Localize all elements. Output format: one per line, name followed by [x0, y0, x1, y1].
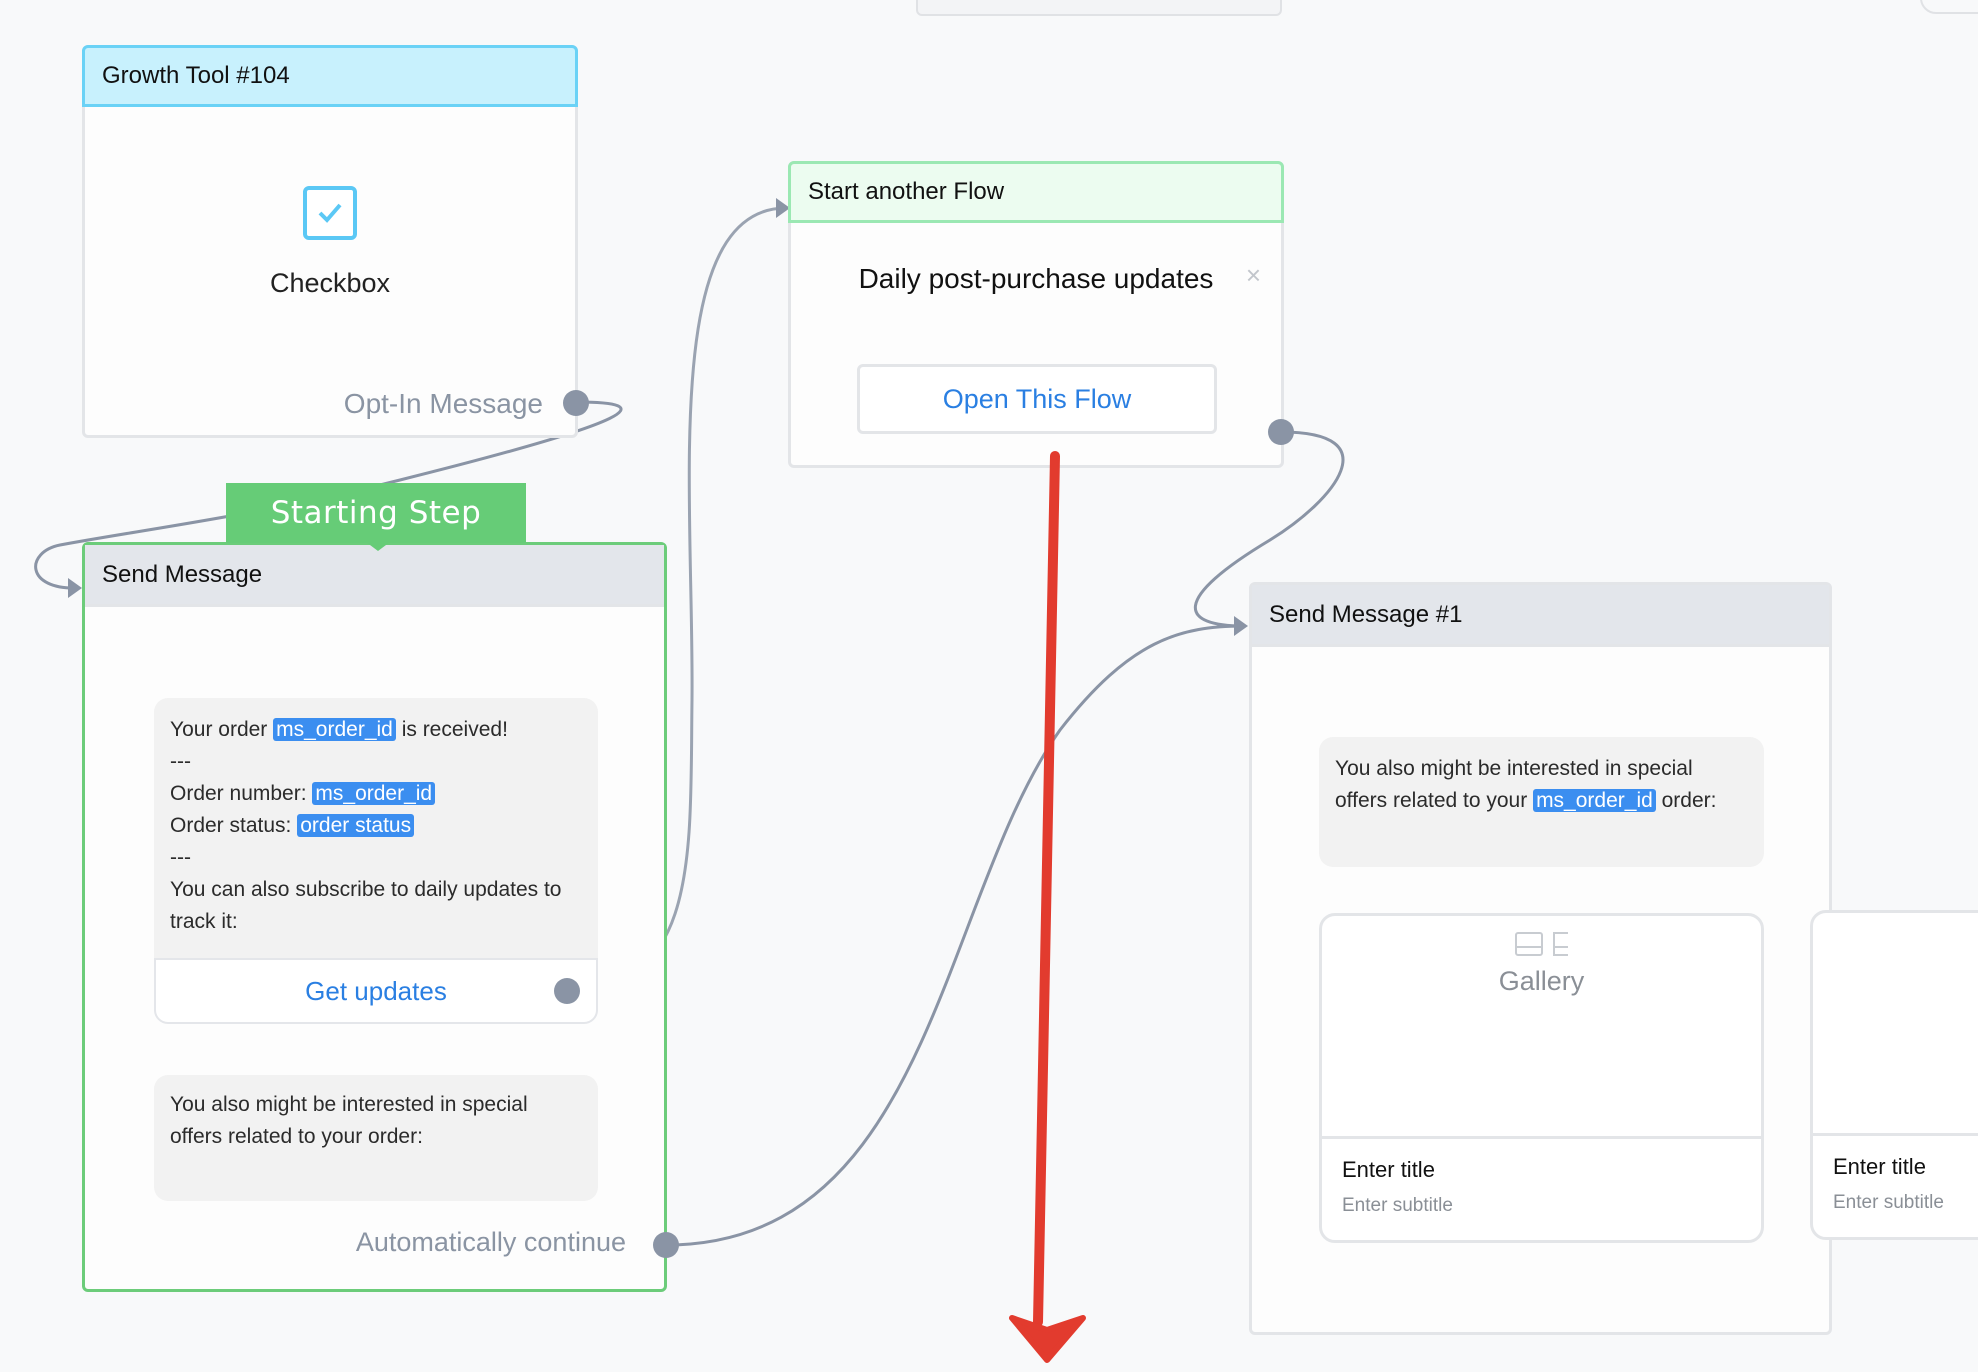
gallery-card[interactable]: Gallery Enter title Enter subtitle: [1319, 913, 1764, 1243]
card-title[interactable]: Enter title: [1342, 1157, 1435, 1182]
optin-output-label: Opt-In Message: [343, 388, 543, 419]
separator-text: ---: [170, 846, 191, 869]
auto-continue-label: Automatically continue: [355, 1227, 626, 1257]
send-message-node[interactable]: Send Message Your order ms_order_id is r…: [82, 542, 667, 1292]
text-segment: Your order: [170, 718, 274, 741]
gallery-card-2[interactable]: Enter title Enter subtitle: [1810, 910, 1978, 1240]
text-bubble-special-offers[interactable]: You also might be interested in special …: [1319, 737, 1764, 867]
gallery-card-footer[interactable]: Enter title Enter subtitle: [1813, 1133, 1978, 1237]
start-flow-output-port[interactable]: [1268, 419, 1294, 445]
text-segment: is received!: [395, 718, 508, 741]
top-right-control[interactable]: [1920, 0, 1978, 14]
text-segment: You can also subscribe to daily updates …: [170, 878, 562, 933]
card-subtitle[interactable]: Enter subtitle: [1833, 1192, 1944, 1213]
get-updates-button[interactable]: Get updates: [154, 958, 598, 1024]
arrowhead-send: [68, 578, 82, 598]
start-flow-node[interactable]: Start another Flow Daily post-purchase u…: [788, 161, 1284, 468]
variable-tag: ms_order_id: [273, 718, 396, 741]
gallery-label: Gallery: [1498, 966, 1585, 996]
send-message-1-title: Send Message #1: [1252, 585, 1829, 647]
arrowhead-send1: [1234, 616, 1248, 636]
growth-tool-title: Growth Tool #104: [82, 45, 578, 107]
gallery-icon: [1515, 932, 1568, 956]
starting-step-badge: Starting Step: [226, 483, 526, 551]
wire-continue-to-send1: [665, 624, 1245, 1247]
text-bubble-order[interactable]: Your order ms_order_id is received! --- …: [154, 698, 598, 958]
variable-tag: ms_order_id: [312, 782, 436, 805]
text-segment: order:: [1655, 789, 1717, 812]
text-segment: You also might be interested in special …: [1335, 757, 1693, 812]
arrow-down-annotation: [1009, 451, 1086, 1363]
start-flow-title: Start another Flow: [788, 161, 1284, 223]
widget-label: Checkbox: [269, 268, 391, 298]
variable-tag: order status: [297, 814, 415, 837]
gallery-card-footer[interactable]: Enter title Enter subtitle: [1322, 1136, 1761, 1240]
growth-tool-node[interactable]: Growth Tool #104 Checkbox Opt-In Message: [82, 45, 578, 438]
auto-continue-port[interactable]: [653, 1232, 679, 1258]
card-subtitle[interactable]: Enter subtitle: [1342, 1195, 1453, 1216]
text-bubble-offers[interactable]: You also might be interested in special …: [154, 1075, 598, 1201]
optin-output-port[interactable]: [563, 390, 589, 416]
flow-name: Daily post-purchase updates: [858, 263, 1214, 294]
top-toolbar-tab[interactable]: [916, 0, 1282, 16]
close-icon[interactable]: ×: [1245, 260, 1261, 290]
separator-text: ---: [170, 750, 191, 773]
open-flow-button[interactable]: Open This Flow: [857, 364, 1217, 434]
text-segment: Order status:: [170, 814, 298, 837]
variable-tag: ms_order_id: [1533, 789, 1656, 812]
text-segment: Order number:: [170, 782, 313, 805]
get-updates-port[interactable]: [554, 978, 580, 1004]
card-title[interactable]: Enter title: [1833, 1154, 1926, 1179]
checkbox-icon: [303, 186, 357, 240]
send-message-title: Send Message: [85, 545, 664, 607]
send-message-1-node[interactable]: Send Message #1 You also might be intere…: [1249, 582, 1832, 1335]
